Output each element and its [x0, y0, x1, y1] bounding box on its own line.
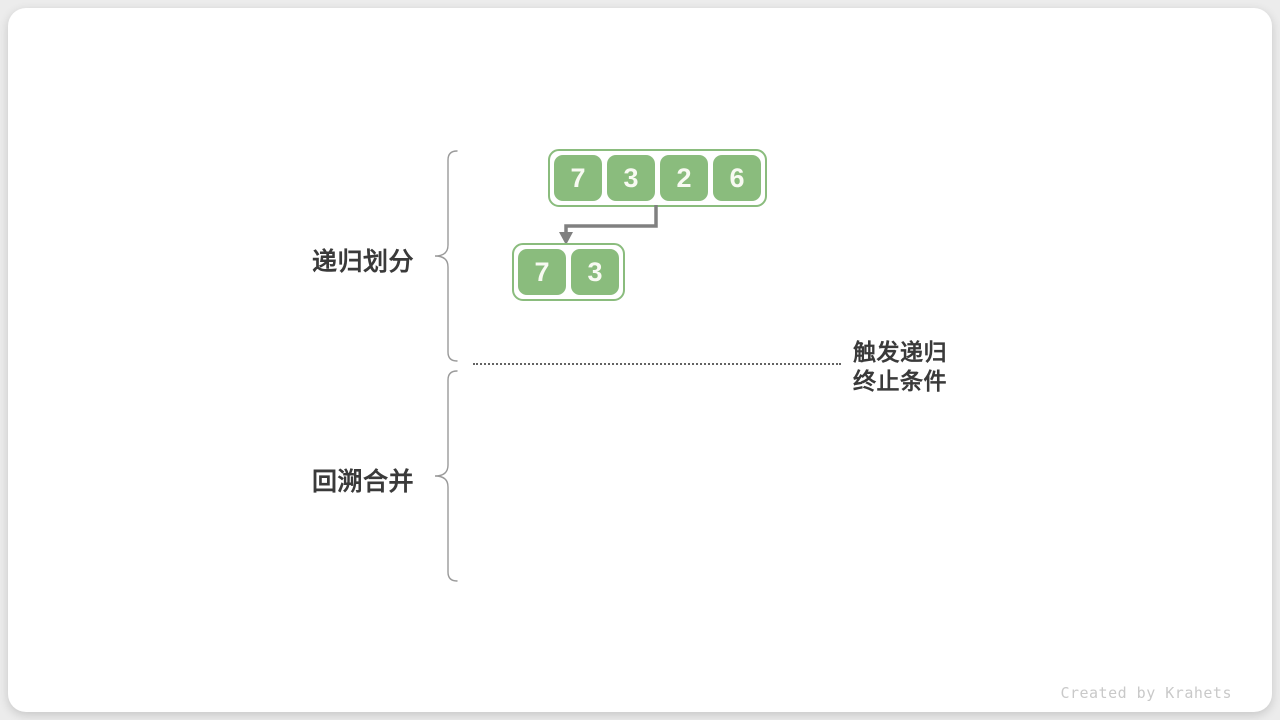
diagram-card: 7 3 2 6 7 3 递归划分 回溯合并 触发递归 终止条件 Created …: [8, 8, 1272, 712]
termination-condition-line1: 触发递归: [853, 339, 947, 365]
termination-dotted-line: [473, 363, 841, 365]
divide-arrow-icon: [559, 205, 658, 245]
array-cell: 3: [607, 155, 655, 201]
array-cell: 3: [571, 249, 619, 295]
array-cell: 7: [554, 155, 602, 201]
merge-phase-label: 回溯合并: [311, 468, 414, 496]
termination-condition-label: 触发递归 终止条件: [853, 338, 947, 396]
merge-brace-icon: [434, 370, 458, 582]
watermark-credit: Created by Krahets: [1060, 684, 1232, 702]
divide-phase-label: 递归划分: [311, 248, 414, 276]
divide-brace-icon: [434, 150, 458, 362]
array-cell: 7: [518, 249, 566, 295]
array-level-2: 7 3: [512, 243, 625, 301]
array-cell: 6: [713, 155, 761, 201]
array-level-1: 7 3 2 6: [548, 149, 767, 207]
termination-condition-line2: 终止条件: [853, 368, 947, 394]
array-cell: 2: [660, 155, 708, 201]
